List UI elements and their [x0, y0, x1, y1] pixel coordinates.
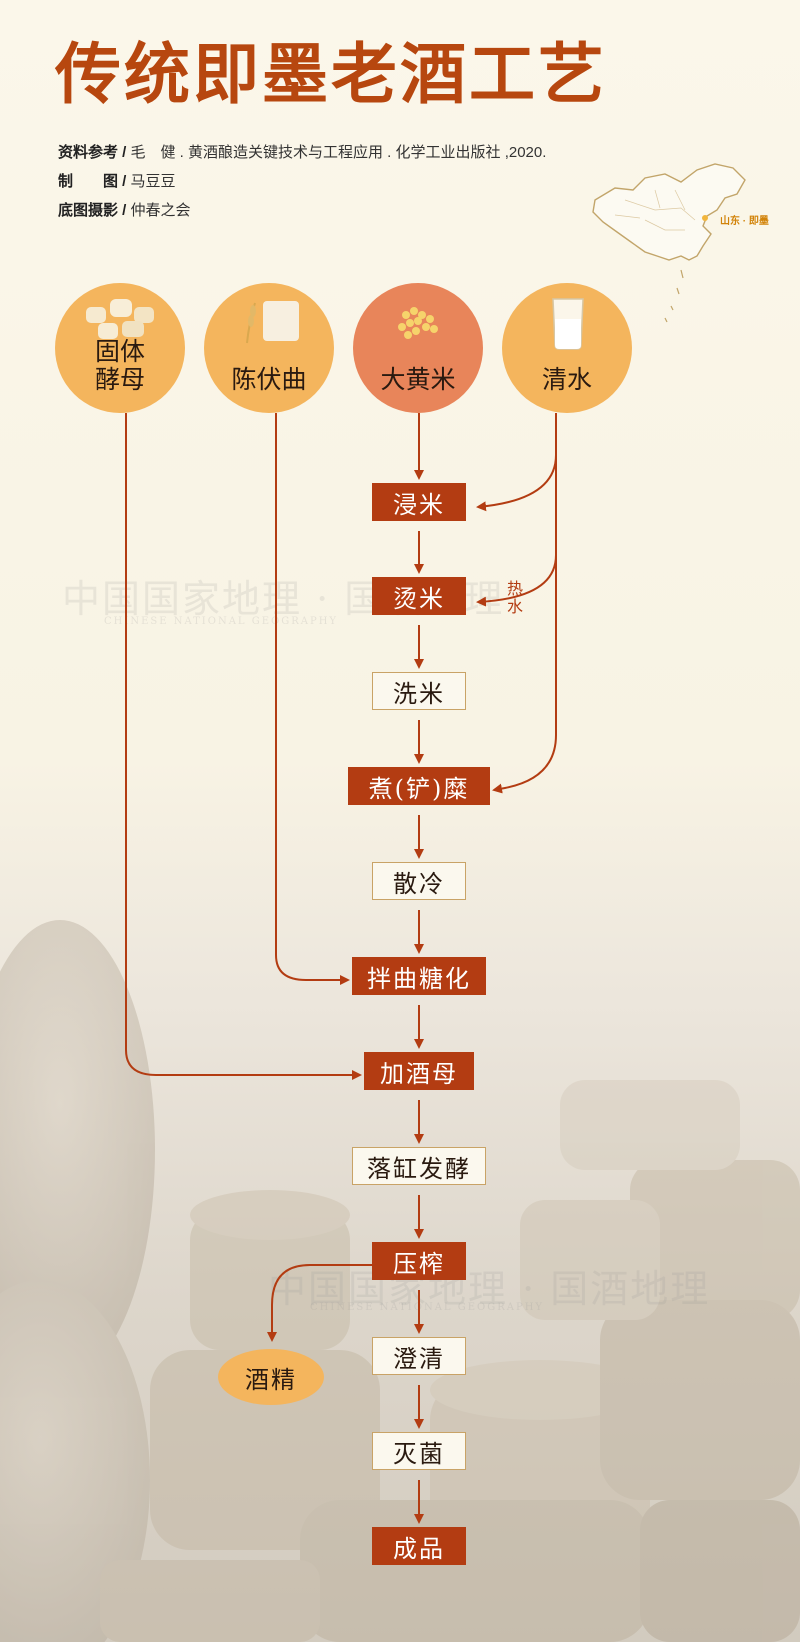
- water-beaker-icon: [552, 298, 584, 350]
- step-soak-rice: 浸米: [372, 483, 466, 521]
- arrow-press-to-alcohol: [267, 1264, 372, 1342]
- ingredient-label: 清水: [541, 365, 592, 395]
- ingredient-qu: 陈伏曲: [204, 283, 334, 413]
- credit-value: 毛 健 . 黄酒酿造关键技术与工程应用 . 化学工业出版社 ,2020.: [130, 144, 547, 161]
- ingredient-label: 陈伏曲: [231, 365, 307, 395]
- step-jar-fermentation: 落缸发酵: [352, 1147, 486, 1185]
- step-finished-product: 成品: [372, 1527, 466, 1565]
- ingredient-label-line: 固体: [94, 336, 145, 366]
- credits: 资料参考 / 毛 健 . 黄酒酿造关键技术与工程应用 . 化学工业出版社 ,20…: [58, 138, 546, 225]
- hot-water-label: 热水: [507, 579, 524, 616]
- watermark-subtitle: CHINESE NATIONAL GEOGRAPHY: [310, 1302, 545, 1313]
- step-clarify: 澄清: [372, 1337, 466, 1375]
- ingredient-label: 大黄米: [380, 365, 456, 395]
- arrow-yeast-to-add: [125, 413, 362, 1080]
- yeast-cakes-icon: [86, 299, 154, 339]
- watermark: 中国国家地理 · 国酒地理: [268, 1267, 711, 1311]
- step-sterilize: 灭菌: [372, 1432, 466, 1470]
- millet-grains-icon: [398, 307, 438, 339]
- watermark-subtitle: CHINESE NATIONAL GEOGRAPHY: [104, 616, 339, 627]
- ingredient-water: 清水: [502, 283, 632, 413]
- step-mix-qu: 拌曲糖化: [352, 957, 486, 995]
- credit-label: 底图摄影 /: [58, 202, 127, 219]
- credit-label: 资料参考 /: [58, 144, 127, 161]
- byproduct-alcohol: 酒精: [218, 1349, 324, 1405]
- credit-value: 马豆豆: [130, 173, 176, 190]
- credit-value: 仲春之会: [130, 202, 191, 219]
- credit-label: 制 图 /: [58, 173, 127, 190]
- page-title: 传统即墨老酒工艺: [55, 36, 607, 113]
- arrow-hot-water-to-scald: [476, 554, 557, 607]
- map-location-label: 山东 · 即墨: [720, 216, 769, 227]
- step-scald-rice: 烫米: [372, 577, 466, 615]
- ingredient-yeast: 固体 酵母: [55, 283, 185, 413]
- arrow-water-to-soak: [476, 454, 557, 512]
- credit-reference: 资料参考 / 毛 健 . 黄酒酿造关键技术与工程应用 . 化学工业出版社 ,20…: [58, 138, 546, 167]
- credit-drawing: 制 图 / 马豆豆: [58, 167, 546, 196]
- arrow-water-to-cook: [492, 413, 557, 794]
- step-press: 压榨: [372, 1242, 466, 1280]
- step-cool: 散冷: [372, 862, 466, 900]
- ingredient-label-line: 酵母: [94, 365, 145, 395]
- step-wash-rice: 洗米: [372, 672, 466, 710]
- step-cook-porridge: 煮(铲)糜: [348, 767, 490, 805]
- china-map-icon: [585, 160, 775, 330]
- credit-photo: 底图摄影 / 仲春之会: [58, 196, 546, 225]
- arrow-qu-to-mix: [275, 413, 350, 985]
- ingredient-millet: 大黄米: [353, 283, 483, 413]
- step-add-yeast: 加酒母: [364, 1052, 474, 1090]
- ingredient-label: 固体 酵母: [90, 336, 150, 396]
- wheat-qu-icon: [246, 301, 299, 344]
